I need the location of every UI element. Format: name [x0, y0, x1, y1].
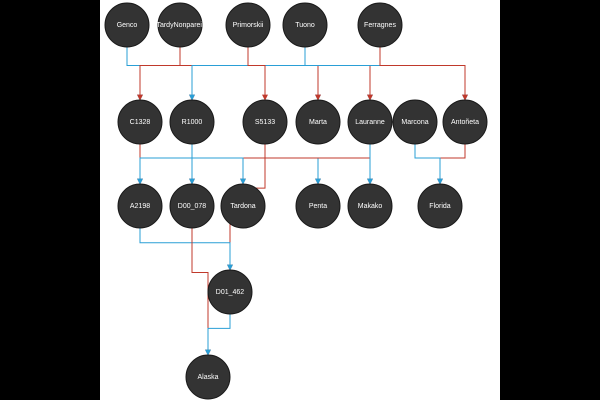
edge-lauranne-to-penta — [315, 144, 371, 185]
pedigree-graph: Genco TardyNonpareil Primorskii Tuono Ferrag… — [104, 2, 488, 400]
node-circle — [117, 183, 163, 229]
node-d00_078[interactable]: D00_078 — [169, 183, 215, 229]
node-circle — [207, 269, 253, 315]
node-label: Tardona — [230, 203, 255, 210]
node-label: Primorskii — [233, 22, 264, 29]
node-circle — [157, 2, 203, 48]
node-genco[interactable]: Genco — [104, 2, 150, 48]
node-label: Penta — [309, 203, 327, 210]
edge-ferragnes-to-marta — [315, 47, 381, 101]
node-circle — [357, 2, 403, 48]
edge-s5133-to-tardona — [240, 144, 266, 185]
edge-tuono-to-antoneta — [304, 47, 468, 101]
node-primorskii[interactable]: Primorskii — [225, 2, 271, 48]
node-circle — [220, 183, 266, 229]
node-label: TardyNonpareil — [156, 22, 204, 29]
node-antoneta[interactable]: Antoñeta — [442, 99, 488, 145]
node-label: Ferragnes — [364, 22, 396, 29]
edge-ferragnes-to-lauranne — [367, 47, 381, 101]
node-label: Lauranne — [355, 119, 385, 126]
pedigree-canvas: Genco TardyNonpareil Primorskii Tuono Ferrag… — [100, 0, 500, 400]
node-label: Genco — [117, 22, 138, 29]
edge-primorskii-to-s5133 — [247, 47, 268, 101]
node-a2198[interactable]: A2198 — [117, 183, 163, 229]
node-label: S5133 — [255, 119, 275, 126]
node-c1328[interactable]: C1328 — [117, 99, 163, 145]
node-tuono[interactable]: Tuono — [282, 2, 328, 48]
node-marcona[interactable]: Marcona — [392, 99, 438, 145]
node-tardona[interactable]: Tardona — [220, 183, 266, 229]
node-circle — [104, 2, 150, 48]
node-circle — [169, 183, 215, 229]
node-label: Marta — [309, 119, 327, 126]
node-label: Florida — [429, 203, 451, 210]
node-lauranne[interactable]: Lauranne — [347, 99, 393, 145]
node-d01_462[interactable]: D01_462 — [207, 269, 253, 315]
nodes-layer: Genco TardyNonpareil Primorskii Tuono Ferrag… — [104, 2, 488, 400]
edge-antoneta-to-florida — [437, 144, 466, 185]
edge-d01_462-to-alaska — [205, 314, 231, 356]
node-label: R1000 — [182, 119, 203, 126]
edge-tuono-to-marta — [304, 47, 321, 101]
node-circle — [347, 183, 393, 229]
node-circle — [225, 2, 271, 48]
node-tardynonpareil[interactable]: TardyNonpareil — [156, 2, 204, 48]
edge-genco-to-c1328 — [126, 47, 143, 101]
node-label: Tuono — [295, 22, 315, 29]
node-alaska[interactable]: Alaska — [185, 354, 231, 400]
node-makako[interactable]: Makako — [347, 183, 393, 229]
node-r1000[interactable]: R1000 — [169, 99, 215, 145]
node-label: A2198 — [130, 203, 150, 210]
edge-d00_078-to-alaska — [191, 228, 211, 356]
node-circle — [392, 99, 438, 145]
node-label: Antoñeta — [451, 119, 479, 126]
edge-marcona-to-florida — [414, 144, 443, 185]
node-circle — [185, 354, 231, 400]
node-label: Alaska — [197, 374, 218, 381]
node-label: D01_462 — [216, 289, 245, 296]
node-circle — [117, 99, 163, 145]
node-circle — [295, 183, 341, 229]
node-circle — [417, 183, 463, 229]
edge-tuono-to-lauranne — [304, 47, 373, 101]
edge-tuono-to-c1328 — [137, 47, 306, 101]
node-marta[interactable]: Marta — [295, 99, 341, 145]
node-circle — [242, 99, 288, 145]
edge-s5133-to-penta — [264, 144, 321, 185]
node-circle — [295, 99, 341, 145]
node-circle — [347, 99, 393, 145]
node-circle — [442, 99, 488, 145]
edge-a2198-to-d01_462 — [139, 228, 233, 271]
node-s5133[interactable]: S5133 — [242, 99, 288, 145]
node-florida[interactable]: Florida — [417, 183, 463, 229]
node-label: Makako — [358, 203, 383, 210]
node-circle — [169, 99, 215, 145]
node-ferragnes[interactable]: Ferragnes — [357, 2, 403, 48]
node-penta[interactable]: Penta — [295, 183, 341, 229]
node-label: C1328 — [130, 119, 151, 126]
edge-s5133-to-d00_078 — [189, 144, 266, 185]
edge-tardynonpareil-to-r1000 — [179, 47, 195, 101]
edge-ferragnes-to-antoneta — [379, 47, 468, 101]
node-circle — [282, 2, 328, 48]
edge-r1000-to-a2198 — [137, 144, 193, 185]
edges-layer — [126, 47, 468, 356]
node-label: D00_078 — [178, 203, 207, 210]
edge-r1000-to-tardona — [191, 144, 246, 185]
node-label: Marcona — [401, 119, 428, 126]
